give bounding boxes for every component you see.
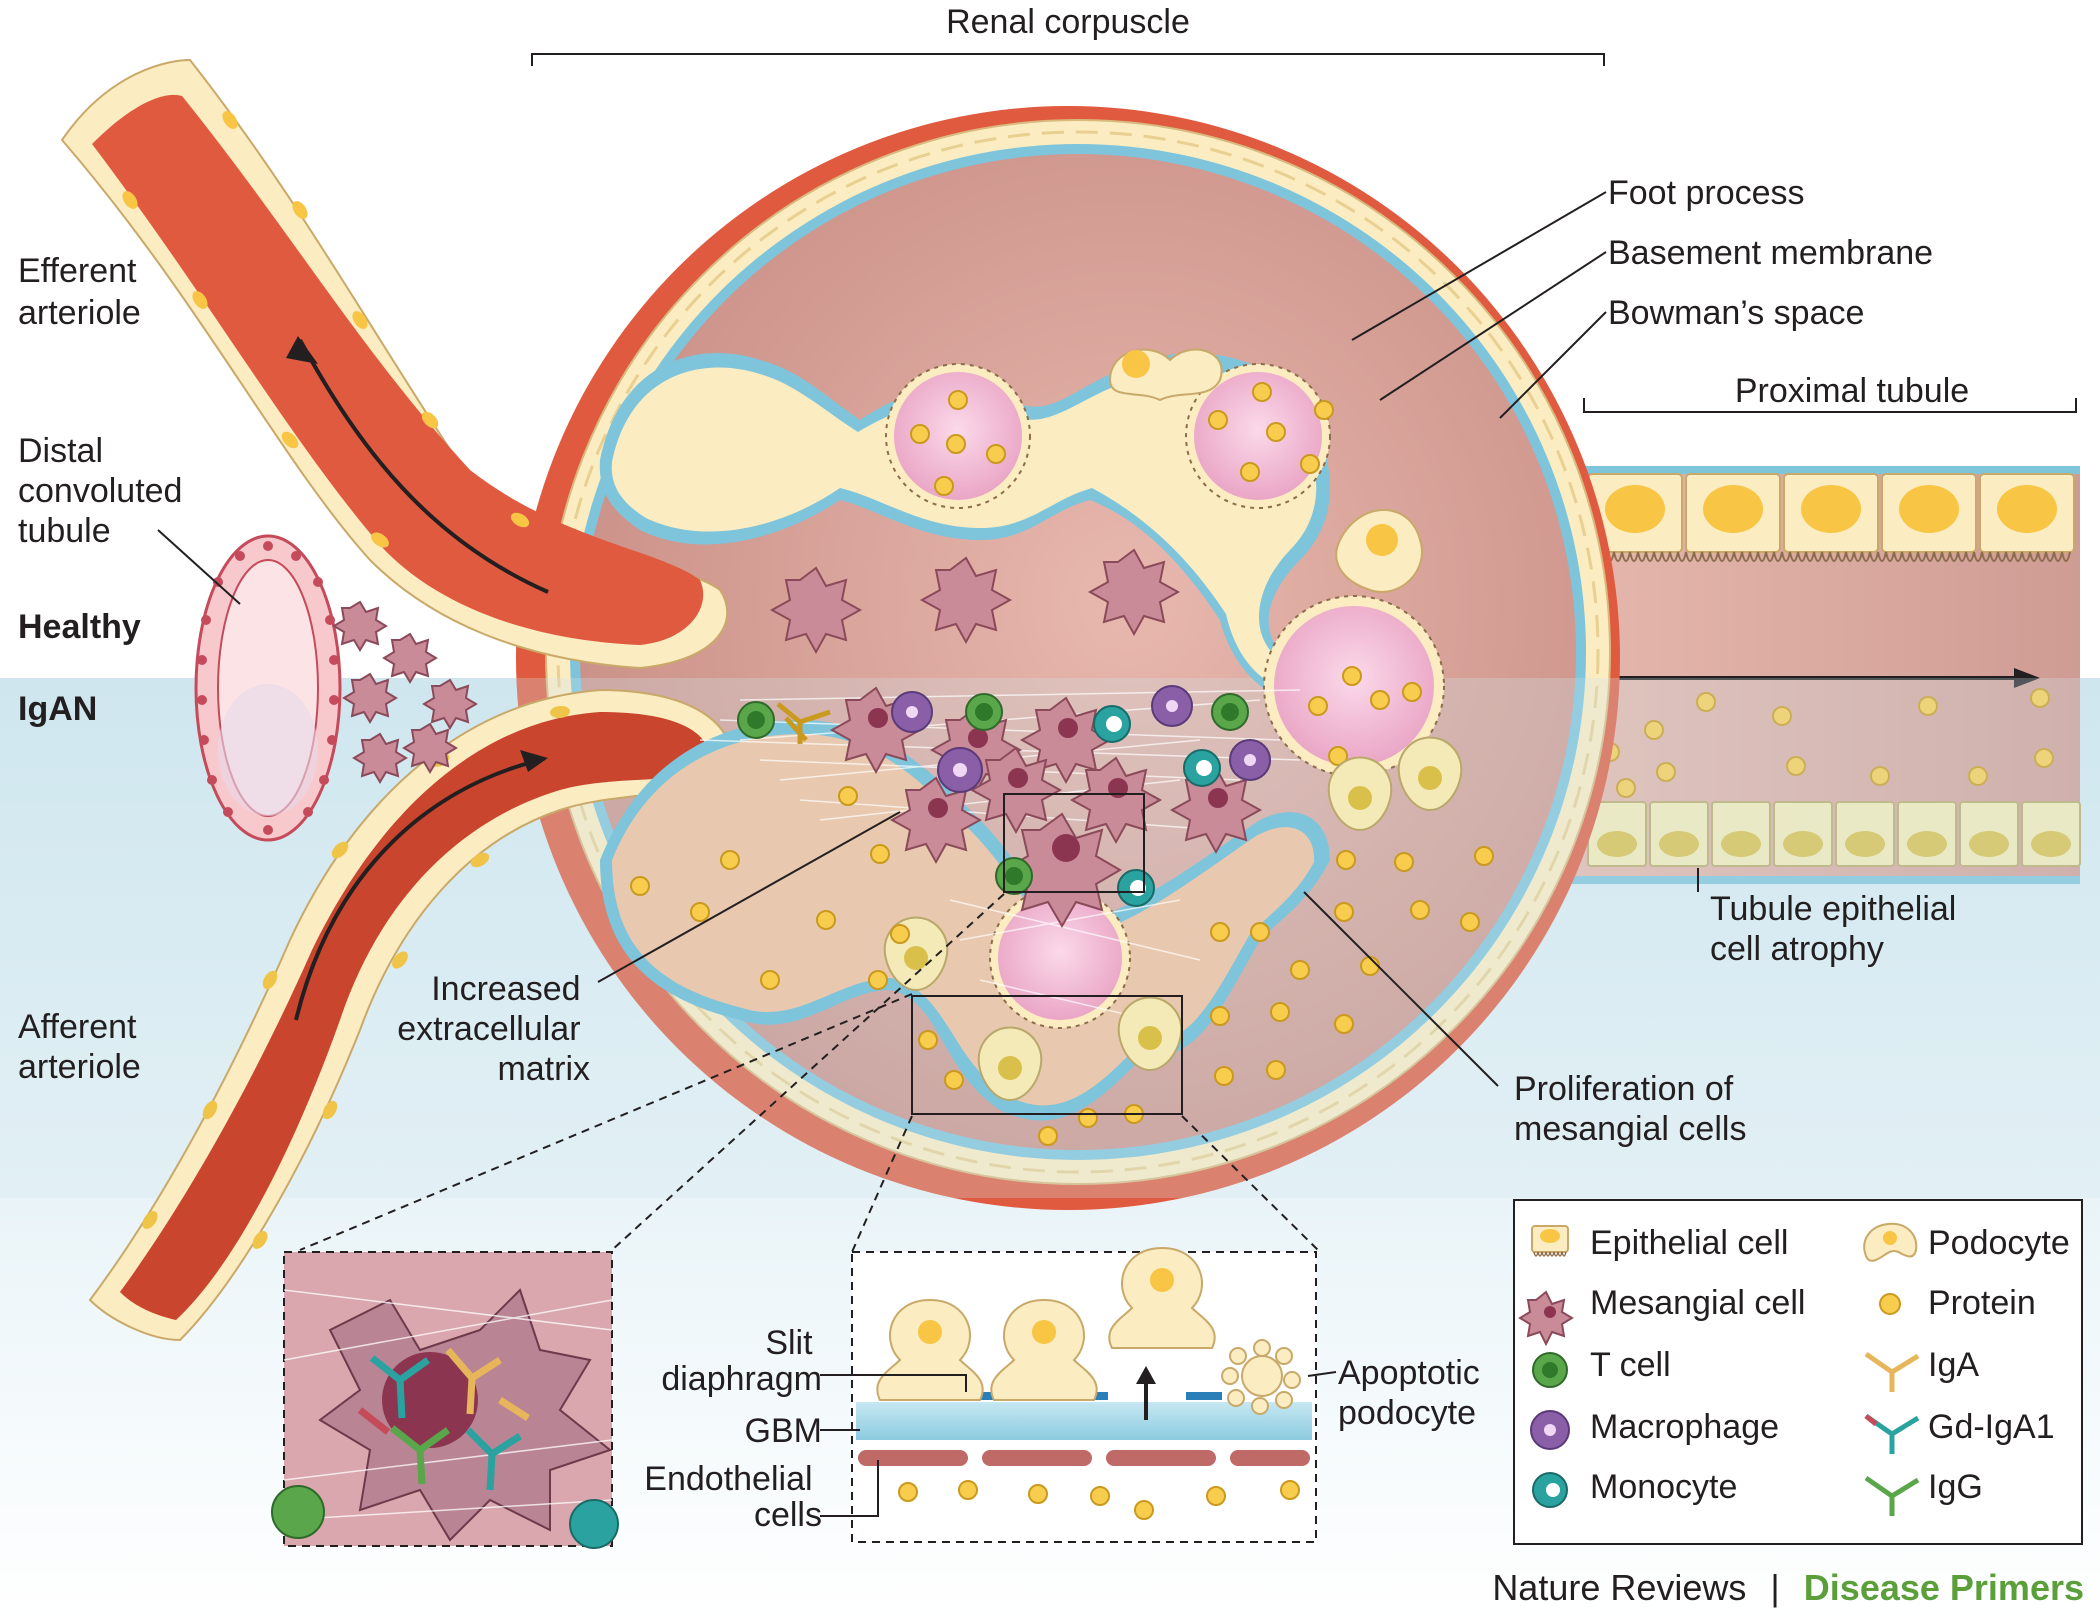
capillary-loop [1263,595,1445,777]
igg-icon [1864,1475,1920,1516]
apoptotic-podocyte-label: Apoptotic podocyte [1338,1354,1489,1432]
distal-convoluted-tubule [194,534,342,842]
proliferation-label: Proliferation of mesangial cells [1514,1070,1746,1148]
t-cell-icon [1532,1352,1568,1388]
legend-macrophage: Macrophage [1590,1408,1779,1446]
igan-state-label: IgAN [18,690,97,728]
legend-mesangial-cell: Mesangial cell [1590,1284,1805,1322]
credit-line: Nature Reviews | Disease Primers [1492,1567,2084,1608]
inset-mesangial-deposits [271,1251,619,1549]
proximal-tubule-label: Proximal tubule [1735,372,1969,410]
afferent-arteriole-label: Afferent arteriole [18,1008,146,1086]
renal-corpuscle-label: Renal corpuscle [946,3,1190,41]
basement-membrane-label: Basement membrane [1608,234,1933,272]
legend-gd-iga1: Gd-IgA1 [1928,1408,2055,1446]
leader-lines [157,191,2077,1517]
proximal-epithelial-row-healthy [1587,473,2075,562]
gd-iga1-icon [1864,1413,1920,1454]
iga-immune-complex [776,702,831,744]
legend-t-cell: T cell [1590,1346,1671,1384]
legend: Epithelial cell Mesangial cell T cell Ma… [1513,1199,2083,1545]
apoptotic-podocyte [1221,1339,1301,1415]
efferent-arteriole-label: Efferent arteriole [18,252,146,332]
epithelial-cell-icon [1531,1225,1569,1257]
zoom-box-gbm [911,995,1183,1115]
afferent-arteriole [88,688,733,1342]
inset-proteins [898,1480,1300,1520]
podocyte-detachment-arrow [1136,1366,1156,1420]
protein-icon [1879,1293,1901,1315]
zoom-lines [299,893,1321,1253]
inset-filtration-barrier [851,1246,1317,1543]
proximal-epithelial-row-atrophic [1587,801,2081,867]
renal-corpuscle-bracket [531,53,1605,66]
iga-icon [1864,1351,1920,1392]
foot-process-label: Foot process [1608,174,1805,212]
capillary-proteins [910,382,1422,766]
glomerular-tuft-igan [600,685,1463,1121]
legend-podocyte: Podocyte [1928,1224,2070,1262]
efferent-arteriole [60,58,729,670]
extraglomerular-mesangial-cells [332,600,478,784]
tubule-flow-arrow [1618,668,2040,688]
macrophage-icon [1530,1410,1570,1450]
zoom-box-mesangial [1003,793,1145,893]
legend-protein: Protein [1928,1284,2036,1322]
increased-ecm-label: Increased extracellular matrix [397,970,590,1088]
endothelial-cell-layer [858,1450,1310,1466]
mesangial-cell-icon [1518,1290,1574,1347]
legend-frame [1513,1199,2083,1545]
slit-diaphragm-label: Slit diaphragm [661,1324,822,1398]
distal-convoluted-tubule-label: Distal convoluted tubule [18,432,192,550]
credit-publisher: Nature Reviews [1492,1567,1746,1608]
t-cells [737,693,1249,895]
legend-iga: IgA [1928,1346,1979,1384]
gbm-label: GBM [745,1412,822,1450]
credit-separator: | [1770,1567,1779,1608]
mesangial-cells-healthy [769,548,1181,655]
endothelial-cells-label: Endothelial cells [644,1460,822,1534]
legend-igg: IgG [1928,1468,1983,1506]
proximal-tubule [1502,466,2081,884]
legend-epithelial-cell: Epithelial cell [1590,1224,1788,1262]
credit-series: Disease Primers [1804,1567,2084,1608]
legend-monocyte: Monocyte [1590,1468,1737,1506]
capillary-loop [1185,363,1331,509]
bowmans-space-label: Bowman’s space [1608,294,1864,332]
glomerular-tuft-healthy [599,348,1445,777]
tubule-atrophy-label: Tubule epithelial cell atrophy [1710,890,1966,968]
podocyte-icon [1863,1222,1918,1262]
healthy-state-label: Healthy [18,608,141,646]
monocyte-icon [1532,1472,1568,1508]
inset-antibody-complexes [357,1347,530,1491]
gbm-layer [856,1402,1312,1440]
